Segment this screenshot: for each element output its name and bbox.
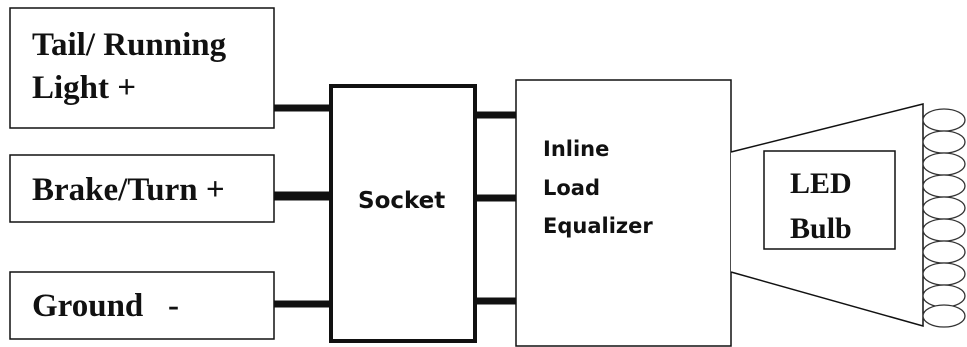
- tail-running-label-line-2: Light +: [32, 70, 136, 106]
- lens-ridge: [922, 152, 966, 176]
- bulb-lens-ridges: [922, 108, 966, 328]
- lens-ridge: [922, 218, 966, 242]
- brake-turn-label: Brake/Turn +: [32, 172, 225, 208]
- tail-running-light-box: Tail/ Running Light +: [9, 7, 275, 129]
- brake-turn-box: Brake/Turn +: [9, 154, 275, 223]
- lens-ridge: [922, 174, 966, 198]
- lens-ridge: [922, 240, 966, 264]
- socket-label: Socket: [358, 188, 445, 214]
- tail-running-label-line-1: Tail/ Running: [32, 27, 227, 63]
- equalizer-label-line-1: Inline: [543, 137, 609, 161]
- lens-ridge: [922, 130, 966, 154]
- led-bulb-box: LED Bulb: [763, 150, 896, 250]
- ground-label: Ground -: [32, 288, 179, 324]
- equalizer-label-line-3: Equalizer: [543, 214, 653, 238]
- lens-ridge: [922, 284, 966, 308]
- inline-load-equalizer-box: Inline Load Equalizer: [515, 79, 732, 347]
- lens-ridge: [922, 304, 966, 328]
- led-bulb-label-line-1: LED: [790, 167, 852, 200]
- lens-ridge: [922, 196, 966, 220]
- socket-box: Socket: [329, 84, 477, 343]
- lens-ridge: [922, 108, 966, 132]
- led-bulb-label-line-2: Bulb: [790, 212, 852, 245]
- lens-ridge: [922, 262, 966, 286]
- equalizer-label-line-2: Load: [543, 176, 600, 200]
- ground-box: Ground -: [9, 271, 275, 340]
